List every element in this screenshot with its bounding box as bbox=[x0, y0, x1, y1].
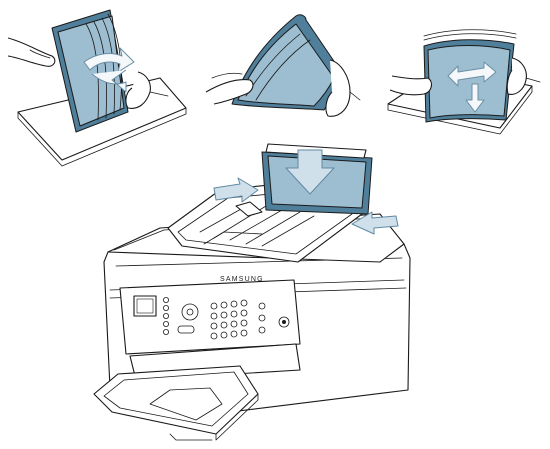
left-hand-icon bbox=[390, 76, 431, 95]
control-panel bbox=[120, 280, 300, 354]
step-fan-paper bbox=[8, 10, 186, 166]
left-hand-icon bbox=[8, 38, 55, 66]
step-flex-paper bbox=[206, 15, 360, 116]
step-align-paper bbox=[388, 30, 540, 134]
step-load-adf: SAMSUNG bbox=[94, 144, 410, 440]
